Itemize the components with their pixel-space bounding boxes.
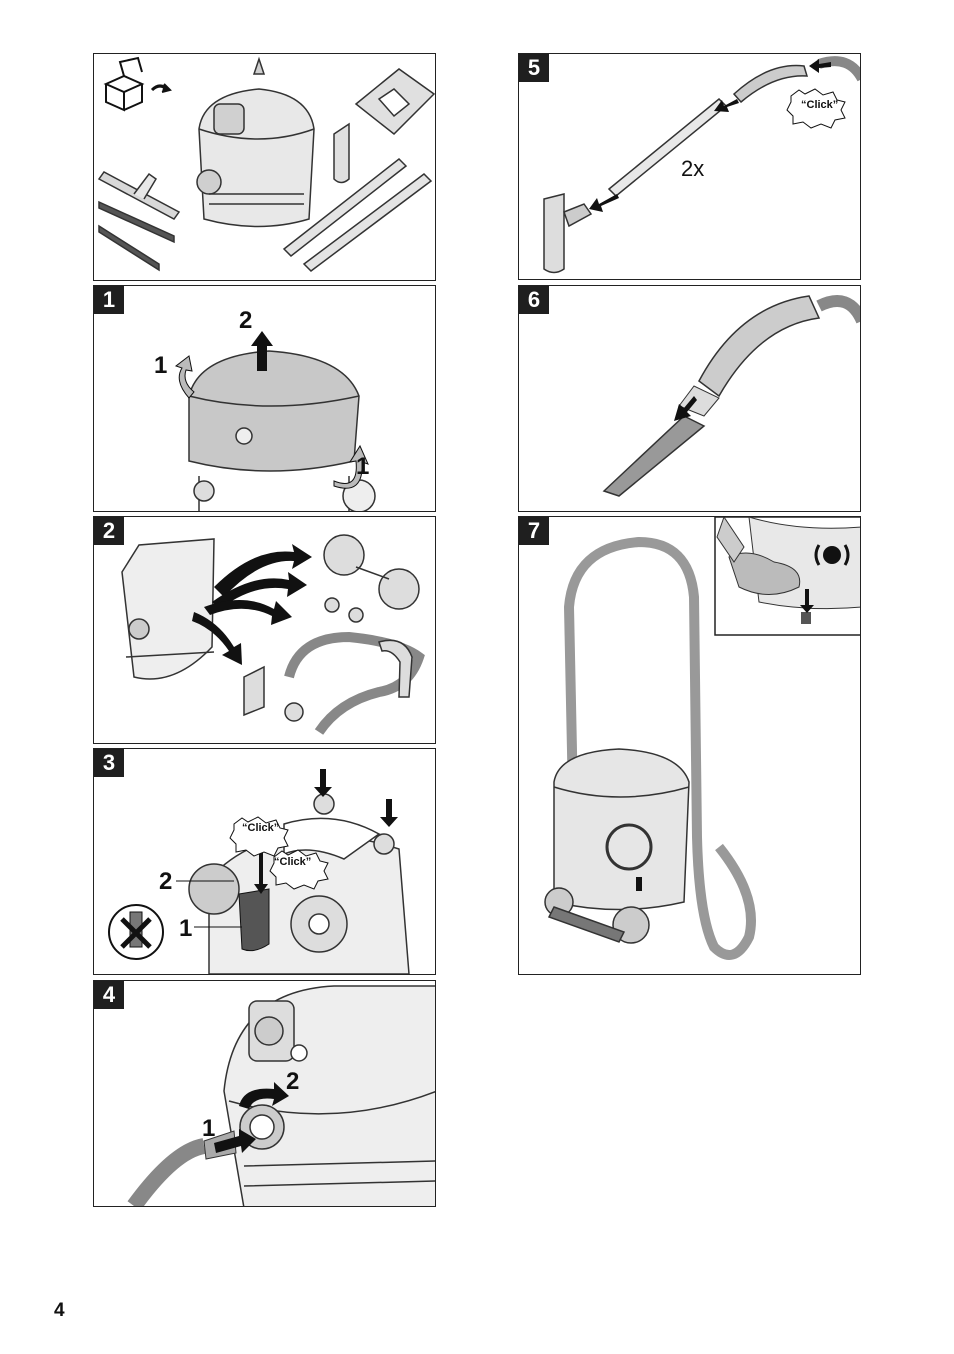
callout-1a: 1 — [154, 352, 167, 379]
page-number: 4 — [54, 1300, 65, 1322]
no-screw-icon — [109, 905, 163, 959]
panel-step-3: 3 “Click” “Click” 2 1 — [93, 748, 436, 975]
scope-of-delivery-illustration — [94, 54, 436, 281]
box-unpack-icon — [106, 58, 170, 110]
step-1-illustration: 1 2 1 — [94, 286, 436, 512]
step-5-illustration: “Click” 2x — [519, 54, 861, 280]
panel-step-4: 4 1 2 — [93, 980, 436, 1207]
filter-illustration — [356, 69, 434, 134]
step-badge: 3 — [94, 749, 124, 777]
step-4-illustration: 1 2 — [94, 981, 436, 1207]
step-2-illustration — [94, 517, 436, 744]
panel-step-5: 5 “Click” 2x — [518, 53, 861, 280]
callout-2: 2 — [159, 868, 172, 895]
panel-step-7: 7 — [518, 516, 861, 975]
callout-1: 1 — [202, 1115, 215, 1142]
click-text-a: “Click” — [242, 822, 279, 834]
callout-1: 1 — [179, 915, 192, 942]
click-text-b: “Click” — [274, 856, 311, 868]
panel-step-1: 1 1 2 1 — [93, 285, 436, 512]
step-6-illustration — [519, 286, 861, 512]
callout-2: 2 — [286, 1068, 299, 1095]
step-badge: 4 — [94, 981, 124, 1009]
step-7-illustration — [519, 517, 861, 975]
callout-2: 2 — [239, 307, 252, 334]
step-badge: 5 — [519, 54, 549, 82]
step-badge: 1 — [94, 286, 124, 314]
foot-part — [239, 889, 269, 951]
click-text: “Click” — [801, 99, 838, 111]
step-badge: 6 — [519, 286, 549, 314]
floor-nozzle-illustration — [99, 172, 179, 270]
inset-switch-detail — [715, 517, 861, 635]
step-3-illustration: “Click” “Click” 2 1 — [94, 749, 436, 975]
multiplier-label: 2x — [681, 156, 704, 181]
click-burst-icon: “Click” — [787, 89, 845, 128]
panel-scope-of-delivery — [93, 53, 436, 281]
step-badge: 2 — [94, 517, 124, 545]
panel-step-6: 6 — [518, 285, 861, 512]
vacuum-illustration — [197, 59, 314, 227]
callout-1b: 1 — [356, 453, 369, 480]
crevice-nozzle-illustration — [334, 124, 349, 183]
step-badge: 7 — [519, 517, 549, 545]
panel-step-2: 2 — [93, 516, 436, 744]
